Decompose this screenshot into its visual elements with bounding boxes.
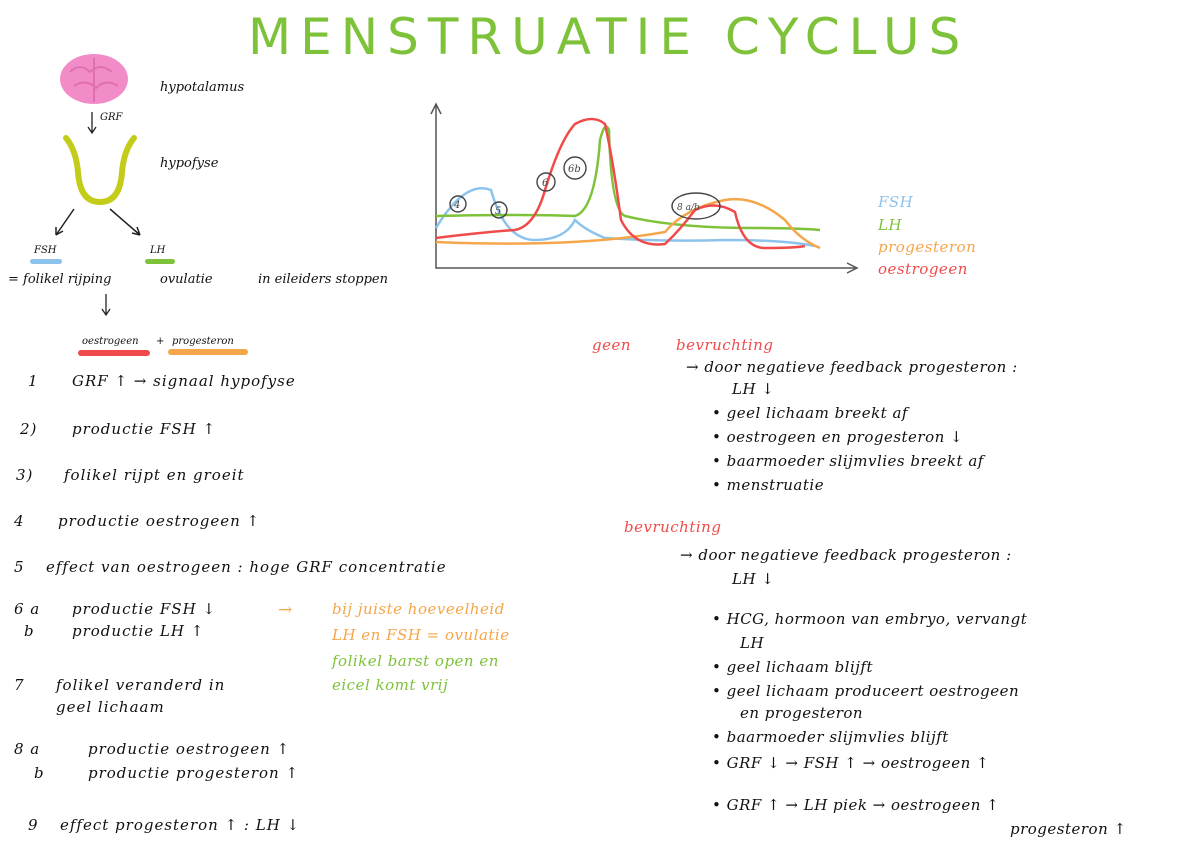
bevruchting-label: bevruchting bbox=[624, 518, 722, 536]
geen-item-1: → door negatieve feedback progesteron : bbox=[686, 358, 1018, 376]
ovulation-line-1: bij juiste hoeveelheid bbox=[332, 600, 505, 618]
step-5-num: 5 bbox=[14, 558, 25, 576]
grf-label: GRF bbox=[100, 112, 123, 123]
step-8a-text: productie oestrogeen ↑ bbox=[88, 740, 291, 758]
ovulation-line-2: LH en FSH = ovulatie bbox=[332, 626, 510, 644]
step-2-text: productie FSH ↑ bbox=[72, 420, 217, 438]
wel-item-3: • HCG, hormoon van embryo, vervangt bbox=[712, 610, 1028, 628]
legend-progesteron: progesteron bbox=[878, 238, 977, 256]
oestrogeen-underline bbox=[78, 350, 150, 356]
lh-curve bbox=[435, 125, 821, 232]
page-title: MENSTRUATIE CYCLUS bbox=[248, 8, 970, 66]
geen-bevruchting-label: bevruchting bbox=[676, 336, 774, 354]
legend-lh: LH bbox=[878, 216, 903, 234]
legend-oestrogeen: oestrogeen bbox=[878, 260, 968, 278]
step-9-text: effect progesteron ↑ : LH ↓ bbox=[60, 816, 301, 834]
step-2-num: 2) bbox=[20, 420, 38, 438]
wel-item-6: • geel lichaam produceert oestrogeen bbox=[712, 682, 1020, 700]
hormone-progesteron-label: progesteron bbox=[172, 336, 234, 347]
grf-arrow bbox=[87, 112, 97, 135]
step-3-text: folikel rijpt en groeit bbox=[64, 466, 245, 484]
wel-item-9: • GRF ↓ → FSH ↑ → oestrogeen ↑ bbox=[712, 754, 990, 772]
marker-4: 4 bbox=[453, 200, 460, 211]
lh-label: LH bbox=[150, 245, 166, 256]
hormone-oestrogeen-label: oestrogeen bbox=[82, 336, 139, 347]
marker-6b: 6b bbox=[568, 164, 581, 175]
fsh-curve bbox=[434, 187, 816, 248]
step-7-num: 7 bbox=[14, 676, 25, 694]
brain-icon bbox=[60, 54, 128, 104]
step-8b-num: b bbox=[34, 764, 45, 782]
wel-item-5: • geel lichaam blijft bbox=[712, 658, 873, 676]
wel-item-8: • baarmoeder slijmvlies blijft bbox=[712, 728, 949, 746]
geen-item-4: • oestrogeen en progesteron ↓ bbox=[712, 428, 964, 446]
oestrogeen-curve bbox=[435, 117, 806, 250]
marker-6: 6 bbox=[542, 178, 549, 189]
step-4-num: 4 bbox=[14, 512, 25, 530]
lh-effect-label-2: in eileiders stoppen bbox=[258, 272, 388, 287]
split-arrows bbox=[55, 208, 141, 236]
ovulation-line-3: folikel barst open en bbox=[332, 652, 499, 670]
legend-fsh: FSH bbox=[878, 193, 914, 211]
marker-5: 5 bbox=[495, 206, 501, 217]
wel-item-4: LH bbox=[740, 634, 765, 652]
geen-label: geen bbox=[592, 336, 632, 354]
hormone-chart: 4 5 6 6b 8 a/b bbox=[430, 102, 859, 274]
wel-item-7: en progesteron bbox=[740, 704, 864, 722]
step-1-text: GRF ↑ → signaal hypofyse bbox=[72, 372, 296, 390]
geen-item-2: LH ↓ bbox=[732, 380, 775, 398]
progesteron-underline bbox=[168, 349, 248, 355]
wel-item-10: • GRF ↑ → LH piek → oestrogeen ↑ bbox=[712, 796, 1000, 814]
plus-sign: + bbox=[156, 336, 165, 347]
step-8b-text: productie progesteron ↑ bbox=[88, 764, 300, 782]
wel-item-11: progesteron ↑ bbox=[1010, 820, 1127, 838]
fsh-underline bbox=[30, 259, 62, 264]
wel-item-1: → door negatieve feedback progesteron : bbox=[680, 546, 1012, 564]
step-4-text: productie oestrogeen ↑ bbox=[58, 512, 261, 530]
marker-8ab: 8 a/b bbox=[677, 203, 700, 213]
lh-effect-label: ovulatie bbox=[160, 272, 213, 287]
step-6a-num: 6 a bbox=[14, 600, 41, 618]
step-6b-num: b bbox=[24, 622, 35, 640]
step-9-num: 9 bbox=[28, 816, 39, 834]
step-8a-num: 8 a bbox=[14, 740, 41, 758]
step-6a-text: productie FSH ↓ bbox=[72, 600, 217, 618]
fsh-label: FSH bbox=[34, 245, 57, 256]
wel-item-2: LH ↓ bbox=[732, 570, 775, 588]
step-7-text: folikel veranderd in bbox=[56, 676, 226, 694]
geen-item-6: • menstruatie bbox=[712, 476, 825, 494]
geen-item-5: • baarmoeder slijmvlies breekt af bbox=[712, 452, 984, 470]
hypothalamus-label: hypotalamus bbox=[160, 80, 245, 95]
lh-underline bbox=[145, 259, 175, 264]
hypofyse-shape bbox=[63, 135, 137, 206]
ovulation-arrow: → bbox=[278, 600, 293, 620]
step-3-num: 3) bbox=[16, 466, 34, 484]
hypofyse-label: hypofyse bbox=[160, 156, 219, 171]
step-1-num: 1 bbox=[28, 372, 39, 390]
geen-item-3: • geel lichaam breekt af bbox=[712, 404, 908, 422]
step-6b-text: productie LH ↑ bbox=[72, 622, 205, 640]
step-5-text: effect van oestrogeen : hoge GRF concent… bbox=[46, 558, 447, 576]
step-7-text-2: geel lichaam bbox=[56, 698, 165, 716]
fsh-effect-label: = folikel rijping bbox=[8, 272, 112, 287]
down-arrow bbox=[101, 294, 111, 317]
ovulation-line-4: eicel komt vrij bbox=[332, 676, 449, 694]
